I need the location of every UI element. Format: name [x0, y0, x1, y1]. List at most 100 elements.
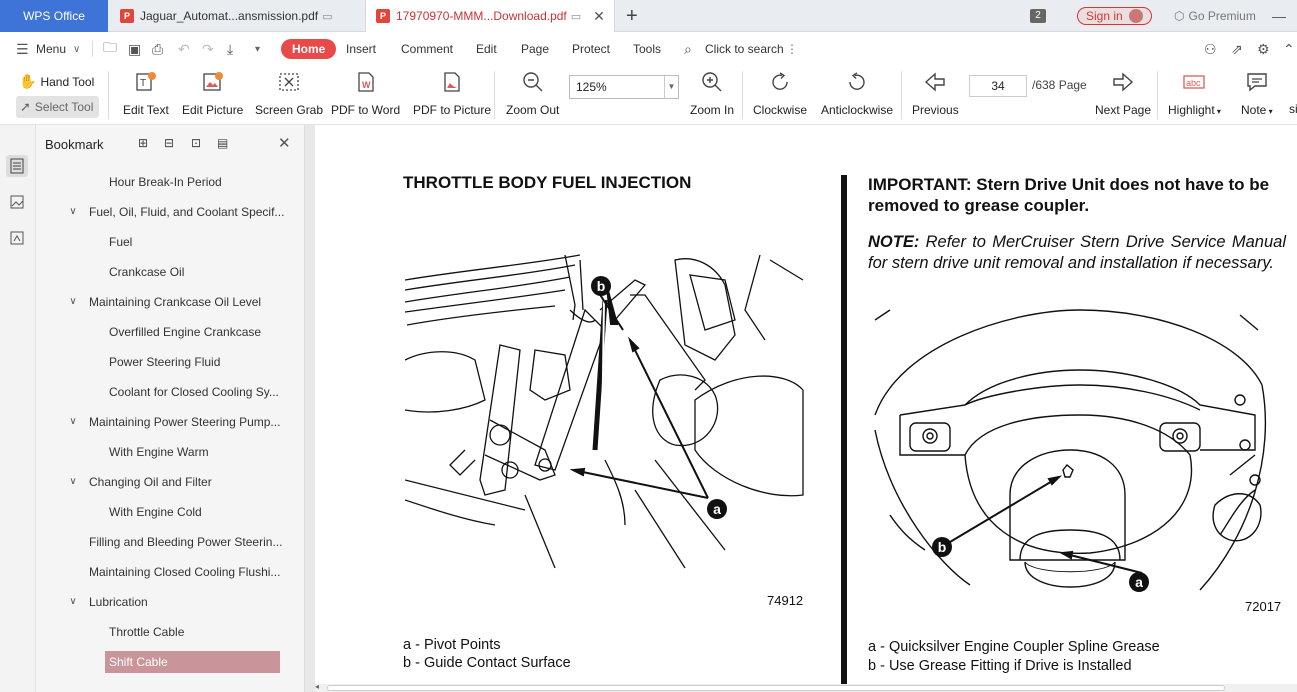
zoom-out-button[interactable]: Zoom Out: [506, 69, 559, 117]
tab-edit[interactable]: Edit: [476, 42, 497, 56]
tab-protect[interactable]: Protect: [572, 42, 611, 56]
gear-icon[interactable]: ⚙: [1257, 40, 1270, 57]
hand-tool-button[interactable]: ✋Hand Tool: [19, 73, 94, 90]
divider: [92, 41, 93, 57]
chevron-down-icon[interactable]: ▾: [1214, 107, 1221, 116]
share-icon[interactable]: ⇗: [1231, 40, 1243, 57]
cursor-icon: ➚: [20, 99, 31, 114]
tab-insert[interactable]: Insert: [346, 42, 377, 56]
bookmark-item[interactable]: ∨Fuel, Oil, Fluid, and Coolant Specif...: [69, 201, 284, 223]
save-icon[interactable]: ▣: [128, 40, 142, 57]
tab-document-1[interactable]: P Jaguar_Automat...ansmission.pdf ▭: [110, 0, 362, 32]
page-number-input[interactable]: 34: [969, 75, 1027, 97]
chevron-down-icon[interactable]: ∨: [69, 416, 77, 427]
thumbnail-icon[interactable]: [6, 191, 28, 213]
signin-button[interactable]: Sign in: [1077, 0, 1152, 32]
bookmark-item-label: Coolant for Closed Cooling Sy...: [109, 385, 279, 399]
bookmark-item[interactable]: ∨Maintaining Crankcase Oil Level: [69, 291, 261, 313]
bookmark-item[interactable]: Maintaining Closed Cooling Flushi...: [89, 561, 280, 583]
clockwise-button[interactable]: Clockwise: [753, 69, 807, 117]
tab-tools[interactable]: Tools: [633, 42, 662, 56]
select-tool-button[interactable]: ➚Select Tool: [16, 96, 99, 118]
chevron-down-icon[interactable]: ∨: [69, 296, 77, 307]
pdf-to-picture-button[interactable]: PDF to Picture: [413, 69, 491, 117]
bookmark-item[interactable]: Shift Cable: [105, 651, 280, 673]
menu-bar: ☰ Menu ∨ 🗀 ▣ ⎙ ↶ ↷ ⤓ ▾ Home Insert Comme…: [0, 33, 1297, 65]
menu-button[interactable]: Menu: [36, 42, 67, 56]
bookmark-item[interactable]: ∨Maintaining Power Steering Pump...: [69, 411, 280, 433]
chevron-down-icon[interactable]: ▾: [1266, 107, 1273, 116]
quick-access-dropdown-icon[interactable]: ▾: [255, 43, 261, 55]
zoom-select[interactable]: 125% ▼: [569, 75, 679, 99]
callout-a: a: [713, 501, 721, 517]
highlight-button[interactable]: abc Highlight ▾: [1168, 69, 1221, 117]
more-icon[interactable]: ⋮: [786, 42, 798, 56]
edit-picture-button[interactable]: Edit Picture: [182, 69, 243, 117]
horizontal-scroll-thumb[interactable]: [327, 685, 1225, 691]
export-icon[interactable]: ⤓: [227, 40, 234, 57]
chevron-down-icon[interactable]: ▼: [664, 76, 678, 98]
note-button[interactable]: Note ▾: [1241, 69, 1273, 117]
chevron-down-icon[interactable]: ∨: [73, 43, 81, 55]
undo-icon[interactable]: ↶: [178, 40, 190, 57]
throttle-body-illustration: b a: [405, 254, 804, 569]
chevron-down-icon[interactable]: ∨: [69, 206, 77, 217]
search-icon[interactable]: ⌕: [684, 40, 692, 57]
svg-text:T: T: [140, 78, 146, 89]
bookmark-item[interactable]: Hour Break-In Period: [109, 171, 222, 193]
hamburger-icon[interactable]: ☰: [16, 40, 29, 57]
screen-grab-button[interactable]: Screen Grab: [255, 69, 323, 117]
bookmark-item[interactable]: Filling and Bleeding Power Steerin...: [89, 531, 282, 553]
chevron-down-icon[interactable]: ∨: [69, 476, 77, 487]
collapse-ribbon-icon[interactable]: ⌃: [1283, 40, 1295, 57]
bookmark-item[interactable]: Crankcase Oil: [109, 261, 184, 283]
overflow-tool-label[interactable]: si: [1289, 102, 1297, 116]
minimize-icon[interactable]: —: [1272, 8, 1286, 24]
tab-wps-office[interactable]: WPS Office: [0, 0, 108, 32]
scroll-left-icon[interactable]: ◂: [315, 682, 320, 691]
open-folder-icon[interactable]: 🗀: [103, 39, 117, 55]
anticlockwise-button[interactable]: Anticlockwise: [821, 69, 893, 117]
next-page-button[interactable]: Next Page: [1095, 69, 1151, 117]
expand-bookmarks-icon[interactable]: ⊡: [191, 136, 202, 150]
attachment-icon[interactable]: [6, 227, 28, 249]
add-bookmark-icon[interactable]: ⊞: [138, 136, 149, 150]
share-user-icon[interactable]: ⚇: [1204, 40, 1217, 57]
bookmark-item[interactable]: ∨Lubrication: [69, 591, 147, 613]
bookmark-panel-icon[interactable]: [6, 155, 28, 177]
go-premium-button[interactable]: ⬡Go Premium: [1174, 0, 1256, 32]
bookmark-item[interactable]: Overfilled Engine Crankcase: [109, 321, 261, 343]
print-icon[interactable]: ⎙: [152, 40, 164, 57]
window-count[interactable]: 2: [1030, 0, 1046, 32]
tab-document-2[interactable]: P 17970970-MMM...Download.pdf ▭ ✕: [365, 0, 615, 32]
close-tab-icon[interactable]: ✕: [593, 7, 605, 24]
rotate-anticlockwise-icon: [844, 69, 870, 95]
bookmark-item[interactable]: ∨Changing Oil and Filter: [69, 471, 211, 493]
callout-b: b: [938, 539, 947, 555]
screen-grab-label: Screen Grab: [255, 103, 324, 117]
bookmark-item[interactable]: Coolant for Closed Cooling Sy...: [109, 381, 279, 403]
chevron-down-icon[interactable]: ∨: [69, 596, 77, 607]
tab-page[interactable]: Page: [521, 42, 550, 56]
horizontal-scrollbar[interactable]: ◂: [315, 682, 1297, 692]
search-field[interactable]: Click to search: [705, 42, 784, 56]
tab-comment[interactable]: Comment: [401, 42, 454, 56]
bookmark-settings-icon[interactable]: ▤: [217, 136, 229, 150]
redo-icon[interactable]: ↷: [202, 40, 214, 57]
monitor-icon: ▭: [570, 10, 582, 23]
bookmark-item-label: Power Steering Fluid: [109, 355, 221, 369]
divider: [108, 71, 109, 119]
bookmark-item[interactable]: Fuel: [109, 231, 132, 253]
bookmark-item[interactable]: Throttle Cable: [109, 621, 184, 643]
zoom-in-button[interactable]: Zoom In: [690, 69, 734, 117]
new-tab-icon[interactable]: +: [626, 5, 638, 27]
tab-home[interactable]: Home: [281, 39, 337, 59]
edit-text-button[interactable]: T Edit Text: [123, 69, 169, 117]
previous-page-button[interactable]: Previous: [912, 69, 959, 117]
bookmark-item[interactable]: With Engine Warm: [109, 441, 209, 463]
collapse-bookmarks-icon[interactable]: ⊟: [164, 136, 175, 150]
pdf-to-word-button[interactable]: W PDF to Word: [331, 69, 400, 117]
bookmark-item[interactable]: Power Steering Fluid: [109, 351, 220, 373]
close-icon[interactable]: ✕: [278, 135, 291, 152]
bookmark-item[interactable]: With Engine Cold: [109, 501, 202, 523]
